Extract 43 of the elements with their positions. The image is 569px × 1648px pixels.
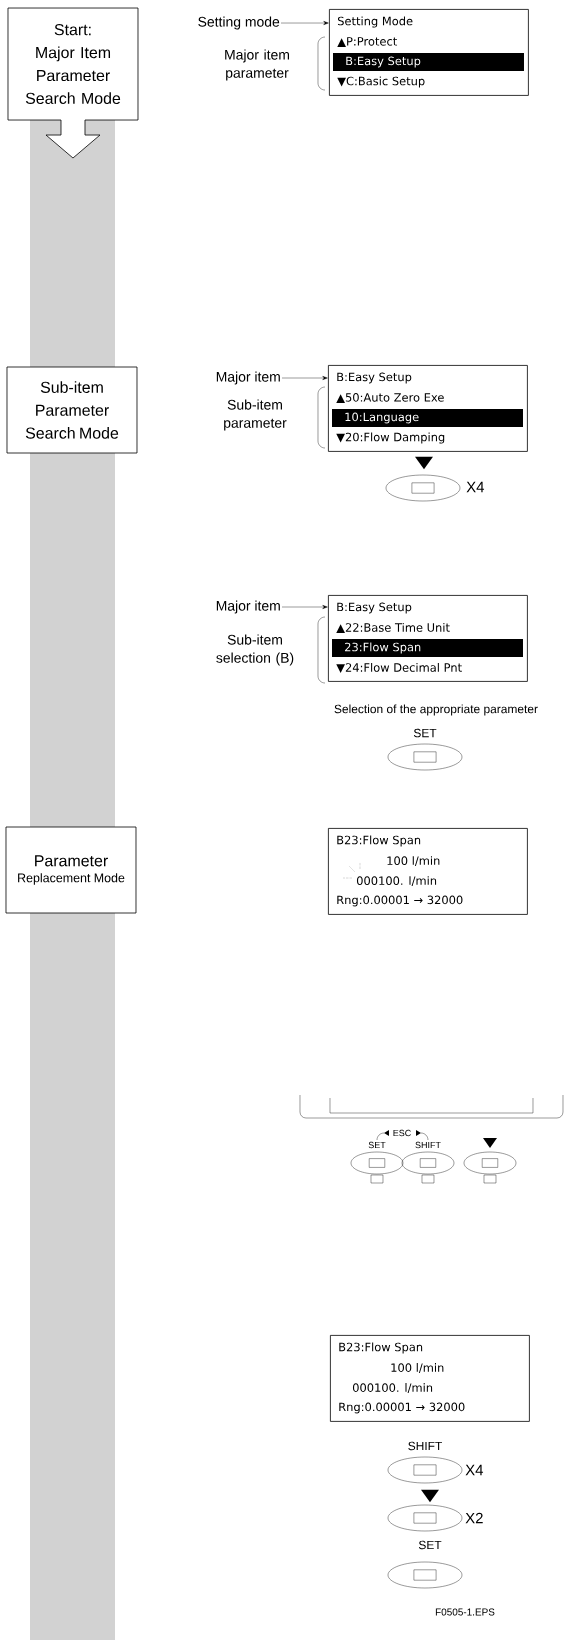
- arrow: [281, 376, 328, 380]
- arrow: [281, 605, 328, 609]
- screen-text: ▼24:Flow Decimal Pnt: [336, 662, 462, 674]
- screen-text: Rng:0.00001 → 32000: [339, 1402, 465, 1414]
- count-label: X4: [465, 1464, 484, 1476]
- pointer-label: Setting mode: [198, 16, 280, 30]
- mode-box: Sub-item Parameter Search Mode: [6, 366, 138, 454]
- screen-text: ▼C:Basic Setup: [337, 76, 425, 88]
- highlighted-row: 23:Flow Span: [332, 639, 523, 657]
- screen-text: 000100. l/min: [352, 1383, 433, 1393]
- screen-text: 000100. l/min: [356, 876, 437, 886]
- start-box: Start: Major Item Parameter Search Mode: [7, 7, 139, 159]
- screen-text: B23:Flow Span: [339, 1342, 423, 1354]
- key-label: SET: [368, 1141, 386, 1149]
- screen-text: B:Easy Setup: [337, 602, 412, 614]
- pointer-label: Major item: [216, 600, 280, 614]
- key-label: SET: [413, 728, 437, 738]
- figure-id: F0505-1.EPS: [435, 1608, 495, 1616]
- key-label: SET: [418, 1540, 442, 1550]
- highlighted-row: 10:Language: [332, 409, 523, 427]
- screen-text: Setting Mode: [337, 16, 413, 28]
- key-label: SHIFT: [408, 1441, 442, 1451]
- screen-text: Rng:0.00001 → 32000: [337, 895, 463, 907]
- instruction-text: Selection of the appropriate parameter: [334, 704, 538, 716]
- screen-text: ▼20:Flow Damping: [336, 432, 445, 444]
- bracket-label: Sub-item parameter: [224, 399, 287, 431]
- screen-text: B23:Flow Span: [337, 835, 421, 847]
- screen-text: ▲P:Protect: [337, 37, 397, 47]
- screen-text: ▲50:Auto Zero Exe: [336, 393, 444, 403]
- screen-text: B:Easy Setup: [337, 372, 412, 384]
- highlighted-row: B:Easy Setup: [333, 53, 524, 71]
- screen-text: 100 l/min: [387, 856, 440, 866]
- bracket-label: Major item parameter: [225, 49, 289, 81]
- count-label: X2: [465, 1512, 483, 1524]
- mode-box: Parameter Replacement Mode: [5, 826, 137, 914]
- screen-text: 100 l/min: [391, 1363, 444, 1373]
- bracket-label: Sub-item selection (B): [216, 634, 294, 666]
- key-label: SHIFT: [415, 1141, 441, 1149]
- key-label: ESC: [393, 1129, 411, 1137]
- screen-text: ▲22:Base Time Unit: [336, 622, 450, 634]
- count-label: X4: [466, 481, 485, 493]
- arrow: [280, 21, 329, 25]
- pointer-label: Major item: [216, 371, 280, 385]
